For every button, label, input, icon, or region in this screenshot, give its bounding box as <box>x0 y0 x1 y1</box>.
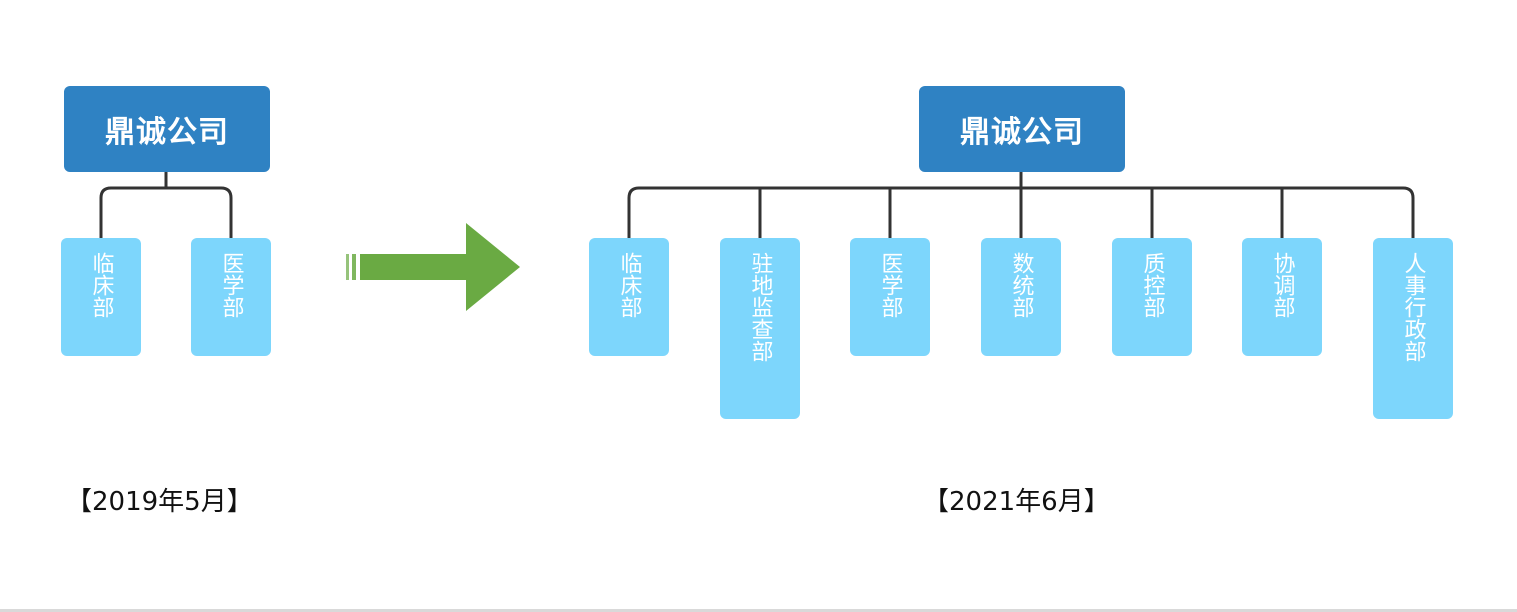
right-dept-4: 数统部 <box>981 238 1061 356</box>
right-root-company: 鼎诚公司 <box>919 86 1125 172</box>
left-tree-connectors <box>99 172 233 238</box>
left-root-company: 鼎诚公司 <box>64 86 270 172</box>
right-tree-connectors <box>627 172 1415 238</box>
bottom-divider <box>0 609 1517 612</box>
left-dept-1: 临床部 <box>61 238 141 356</box>
dept-label: 质控部 <box>1139 252 1165 318</box>
dept-label: 医学部 <box>877 252 903 318</box>
dept-label: 数统部 <box>1008 252 1034 318</box>
right-dept-3: 医学部 <box>850 238 930 356</box>
dept-label: 临床部 <box>616 252 642 318</box>
left-dept-2: 医学部 <box>191 238 271 356</box>
transition-arrow <box>346 223 520 311</box>
right-dept-6: 协调部 <box>1242 238 1322 356</box>
dept-label: 驻地监查部 <box>747 252 773 362</box>
dept-label: 人事行政部 <box>1400 252 1426 362</box>
right-dept-2: 驻地监查部 <box>720 238 800 419</box>
dept-label: 医学部 <box>218 252 244 318</box>
right-branch-line <box>627 186 1415 238</box>
dept-label: 协调部 <box>1269 252 1295 318</box>
right-dept-1: 临床部 <box>589 238 669 356</box>
dept-label: 临床部 <box>88 252 114 318</box>
left-date-label: 【2019年5月】 <box>66 487 253 517</box>
right-dept-7: 人事行政部 <box>1373 238 1453 419</box>
right-dept-5: 质控部 <box>1112 238 1192 356</box>
left-branch-line <box>99 186 233 238</box>
right-date-label: 【2021年6月】 <box>923 487 1110 517</box>
